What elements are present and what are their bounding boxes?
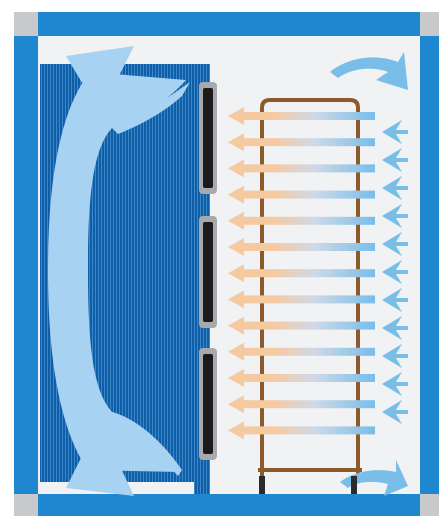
flow-arrow [228, 185, 375, 204]
flow-arrow-head [228, 159, 244, 178]
chevron-arrow-shape [382, 148, 408, 172]
panel-top [199, 82, 217, 194]
chevron-arrow [382, 120, 408, 144]
left-frame-bar [14, 36, 38, 494]
chevron-arrow [382, 344, 408, 368]
flow-arrow-head [228, 421, 244, 440]
chevron-arrow-shape [382, 316, 408, 340]
wheel-left [259, 476, 265, 494]
flow-arrow-shaft [240, 190, 375, 199]
flow-arrow [228, 421, 375, 440]
flow-arrow [228, 159, 375, 178]
curved-arrow-bottom-right [340, 460, 408, 496]
flow-arrow-head [228, 290, 244, 309]
flow-arrow [228, 264, 375, 283]
chevron-arrow-shape [382, 176, 408, 200]
corner-top-right [420, 12, 439, 36]
incoming-chevron-arrows [382, 120, 408, 424]
top-frame-bar [38, 12, 420, 36]
panels [199, 82, 217, 460]
corner-top-left [14, 12, 38, 36]
chevron-arrow-shape [382, 400, 408, 424]
flow-arrow-head [228, 264, 244, 283]
chevron-arrow [382, 400, 408, 424]
chevron-arrow-shape [382, 232, 408, 256]
wheel-right [351, 476, 357, 494]
airflow-upper-sweep [112, 82, 190, 134]
flow-arrow [228, 107, 375, 125]
flow-arrow [228, 342, 375, 361]
corner-bottom-right [420, 494, 439, 516]
chevron-arrow-shape [382, 260, 408, 284]
flow-arrow-shaft [240, 295, 375, 304]
chevron-arrow-shape [382, 344, 408, 368]
chevron-arrow-shape [382, 204, 408, 228]
flow-arrow-shaft [240, 138, 375, 147]
flow-arrow [228, 369, 375, 387]
chevron-arrow-shape [382, 372, 408, 396]
chevron-arrow [382, 288, 408, 312]
flow-arrow-head [228, 316, 244, 335]
airflow-loop-body [48, 72, 186, 472]
rack-wheels [259, 476, 357, 494]
flow-arrow-shaft [240, 243, 375, 251]
flow-arrow-head [228, 133, 244, 152]
flow-arrow [228, 238, 375, 256]
flow-arrow-head [228, 211, 244, 230]
flow-arrow [228, 290, 375, 309]
flow-arrow-head [228, 185, 244, 204]
coil-outer-frame [260, 98, 360, 476]
chevron-arrow [382, 232, 408, 256]
flow-arrow [228, 211, 375, 230]
flow-arrow-shaft [240, 164, 375, 173]
panel-middle [199, 216, 217, 328]
panel-bottom [199, 348, 217, 460]
flow-arrow-shaft [240, 374, 375, 382]
bottom-frame-bar [38, 494, 420, 516]
airflow-loop [48, 46, 190, 496]
chevron-arrow [382, 372, 408, 396]
flow-arrow [228, 133, 375, 152]
flow-arrow-shaft [240, 347, 375, 356]
flow-arrow-shaft [240, 269, 375, 278]
chevron-arrow-shape [382, 288, 408, 312]
flow-arrow-shaft [240, 216, 375, 225]
airflow-top-arrowhead [66, 46, 134, 120]
flow-arrow-shaft [240, 400, 375, 409]
curved-arrow-top-right [330, 52, 408, 90]
chevron-arrow [382, 176, 408, 200]
flow-arrow-shaft [240, 321, 375, 330]
flow-arrow-head [228, 369, 244, 387]
flow-arrow-head [228, 238, 244, 256]
chevron-arrow [382, 260, 408, 284]
flow-arrow-shaft [240, 112, 375, 120]
fin-bank-lower-strip [194, 482, 210, 494]
flow-arrow-head [228, 107, 244, 125]
airflow-bottom-arrowhead [66, 418, 134, 496]
right-frame-bar [420, 36, 439, 494]
chevron-arrow [382, 316, 408, 340]
curved-arrows [330, 52, 408, 496]
flow-arrow-shaft [240, 426, 375, 435]
corner-bottom-left [14, 494, 38, 516]
chevron-arrow [382, 204, 408, 228]
chevron-arrow-shape [382, 120, 408, 144]
airflow-lower-sweep [112, 412, 182, 476]
flow-arrow-head [228, 395, 244, 414]
flow-arrow-head [228, 342, 244, 361]
flow-arrow [228, 316, 375, 335]
flow-arrow [228, 395, 375, 414]
chevron-arrow [382, 148, 408, 172]
horizontal-arrows [228, 107, 375, 440]
